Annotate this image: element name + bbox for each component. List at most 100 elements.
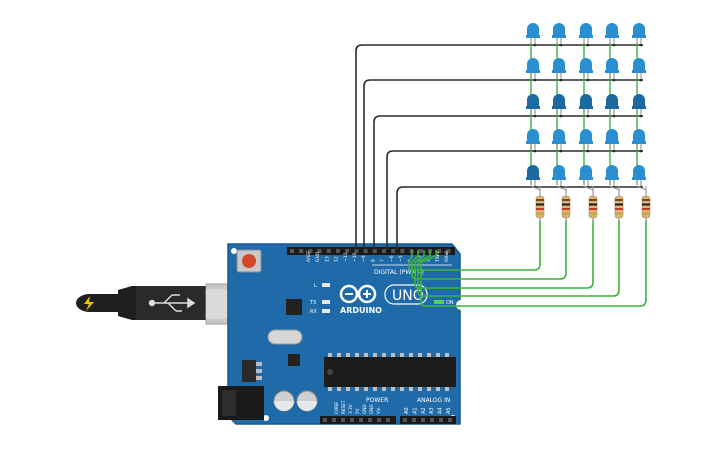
power-pin-label: 5V [355,408,360,414]
header-pin[interactable] [412,418,416,422]
analog-pin-label: A0 [404,407,410,414]
header-pin[interactable] [354,249,359,253]
led[interactable] [605,165,619,185]
mounting-hole [456,300,466,310]
pin-label: 8 [370,259,376,262]
led[interactable] [605,58,619,78]
led[interactable] [552,94,566,114]
led[interactable] [526,94,540,114]
row-wire [373,115,643,250]
pin-label: ~11 [343,252,349,262]
arduino-logo [339,284,377,304]
led[interactable] [526,58,540,78]
pin-label: 7 [380,259,386,262]
pin-label: ~9 [361,255,367,262]
header-pin[interactable] [430,418,434,422]
resistor[interactable] [530,185,545,222]
led[interactable] [552,129,566,149]
led[interactable] [579,58,593,78]
led[interactable] [552,58,566,78]
led[interactable] [526,129,540,149]
header-pin[interactable] [323,418,327,422]
header-pin[interactable] [372,249,377,253]
led[interactable] [632,58,646,78]
arduino-uno-board[interactable]: L TX RX ARDUINO UNO ON [218,243,466,425]
led[interactable] [632,23,646,43]
svg-text:RX: RX [310,309,317,315]
header-pin[interactable] [386,418,390,422]
led[interactable] [526,23,540,43]
svg-text:TX: TX [309,300,317,306]
digital-pin-header[interactable] [287,247,455,255]
header-pin[interactable] [400,249,405,253]
mounting-hole [231,248,237,254]
resistor[interactable] [556,185,571,222]
header-pin[interactable] [363,249,368,253]
row-wire [396,186,643,250]
power-on-led: ON [434,300,454,306]
led[interactable] [526,165,540,185]
header-pin[interactable] [446,249,451,253]
header-pin[interactable] [391,249,396,253]
header-pin[interactable] [377,418,381,422]
led[interactable] [632,129,646,149]
header-pin[interactable] [290,249,294,253]
header-pin[interactable] [437,249,442,253]
header-pin[interactable] [299,249,304,253]
header-pin[interactable] [403,418,407,422]
row-wire [386,150,643,250]
resistor[interactable] [609,185,624,222]
header-pin[interactable] [345,249,350,253]
led[interactable] [552,165,566,185]
header-pin[interactable] [350,418,354,422]
led[interactable] [579,94,593,114]
led[interactable] [632,165,646,185]
pin-label: RX◂0 [444,251,450,262]
header-pin[interactable] [448,418,452,422]
column-wire [417,220,620,297]
header-pin[interactable] [326,249,331,253]
analog-pin-header[interactable] [400,416,456,424]
column-wire [420,220,647,307]
resistor[interactable] [583,185,598,222]
power-pin-header[interactable] [320,416,396,424]
led[interactable] [605,94,619,114]
analog-pin-label: A3 [429,407,435,414]
header-pin[interactable] [332,418,336,422]
header-pin[interactable] [368,418,372,422]
uno-model-label: UNO [384,284,428,305]
led[interactable] [579,129,593,149]
led[interactable] [552,23,566,43]
svg-text:L: L [314,283,317,289]
onboard-led-rx: RX [310,309,330,315]
onboard-led-l: L [314,283,330,289]
analog-pin-label: A2 [421,407,427,414]
column-wire [414,220,594,289]
led-matrix [526,23,646,185]
row-wire [363,79,643,250]
power-pin-label: IOREF [334,401,339,414]
header-pin[interactable] [382,249,386,253]
header-pin[interactable] [439,418,443,422]
pin-label: ~5 [398,255,404,262]
pin-label: TX▸1 [435,251,441,263]
header-pin[interactable] [317,249,322,253]
header-pin[interactable] [418,249,423,253]
led[interactable] [632,94,646,114]
header-pin[interactable] [308,249,313,253]
mounting-hole [263,415,269,421]
reset-button[interactable] [236,249,262,273]
header-pin[interactable] [336,249,340,253]
header-pin[interactable] [421,418,425,422]
onboard-led-tx: TX [309,300,330,306]
resistor[interactable] [636,185,651,222]
header-pin[interactable] [359,418,363,422]
lightning-icon [84,296,94,311]
led[interactable] [579,165,593,185]
led[interactable] [605,129,619,149]
led[interactable] [605,23,619,43]
header-pin[interactable] [341,418,345,422]
led[interactable] [579,23,593,43]
